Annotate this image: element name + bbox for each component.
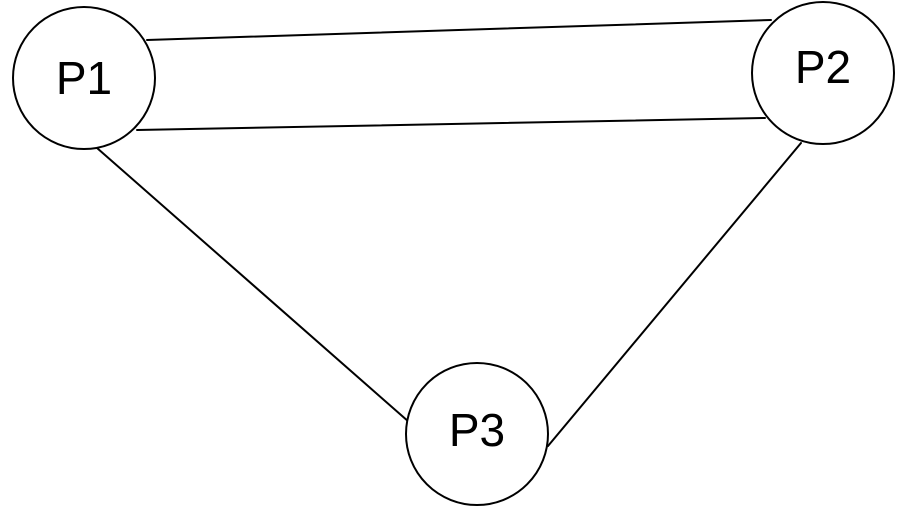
node-p1[interactable]: P1 — [12, 6, 156, 150]
edge-p1-p3 — [96, 147, 410, 423]
edge-p1-p2-lower — [136, 117, 766, 131]
edge-p1-p2-upper — [146, 19, 772, 41]
node-p1-circle — [12, 6, 156, 150]
edge-p2-p3 — [547, 142, 802, 447]
node-p3-circle — [405, 362, 549, 506]
node-p2[interactable]: P2 — [751, 1, 895, 145]
node-p2-circle — [751, 1, 895, 145]
node-p2-label: P2 — [795, 41, 851, 93]
node-p3[interactable]: P3 — [405, 362, 549, 506]
node-p1-label: P1 — [56, 52, 112, 104]
node-p3-label: P3 — [449, 404, 505, 456]
